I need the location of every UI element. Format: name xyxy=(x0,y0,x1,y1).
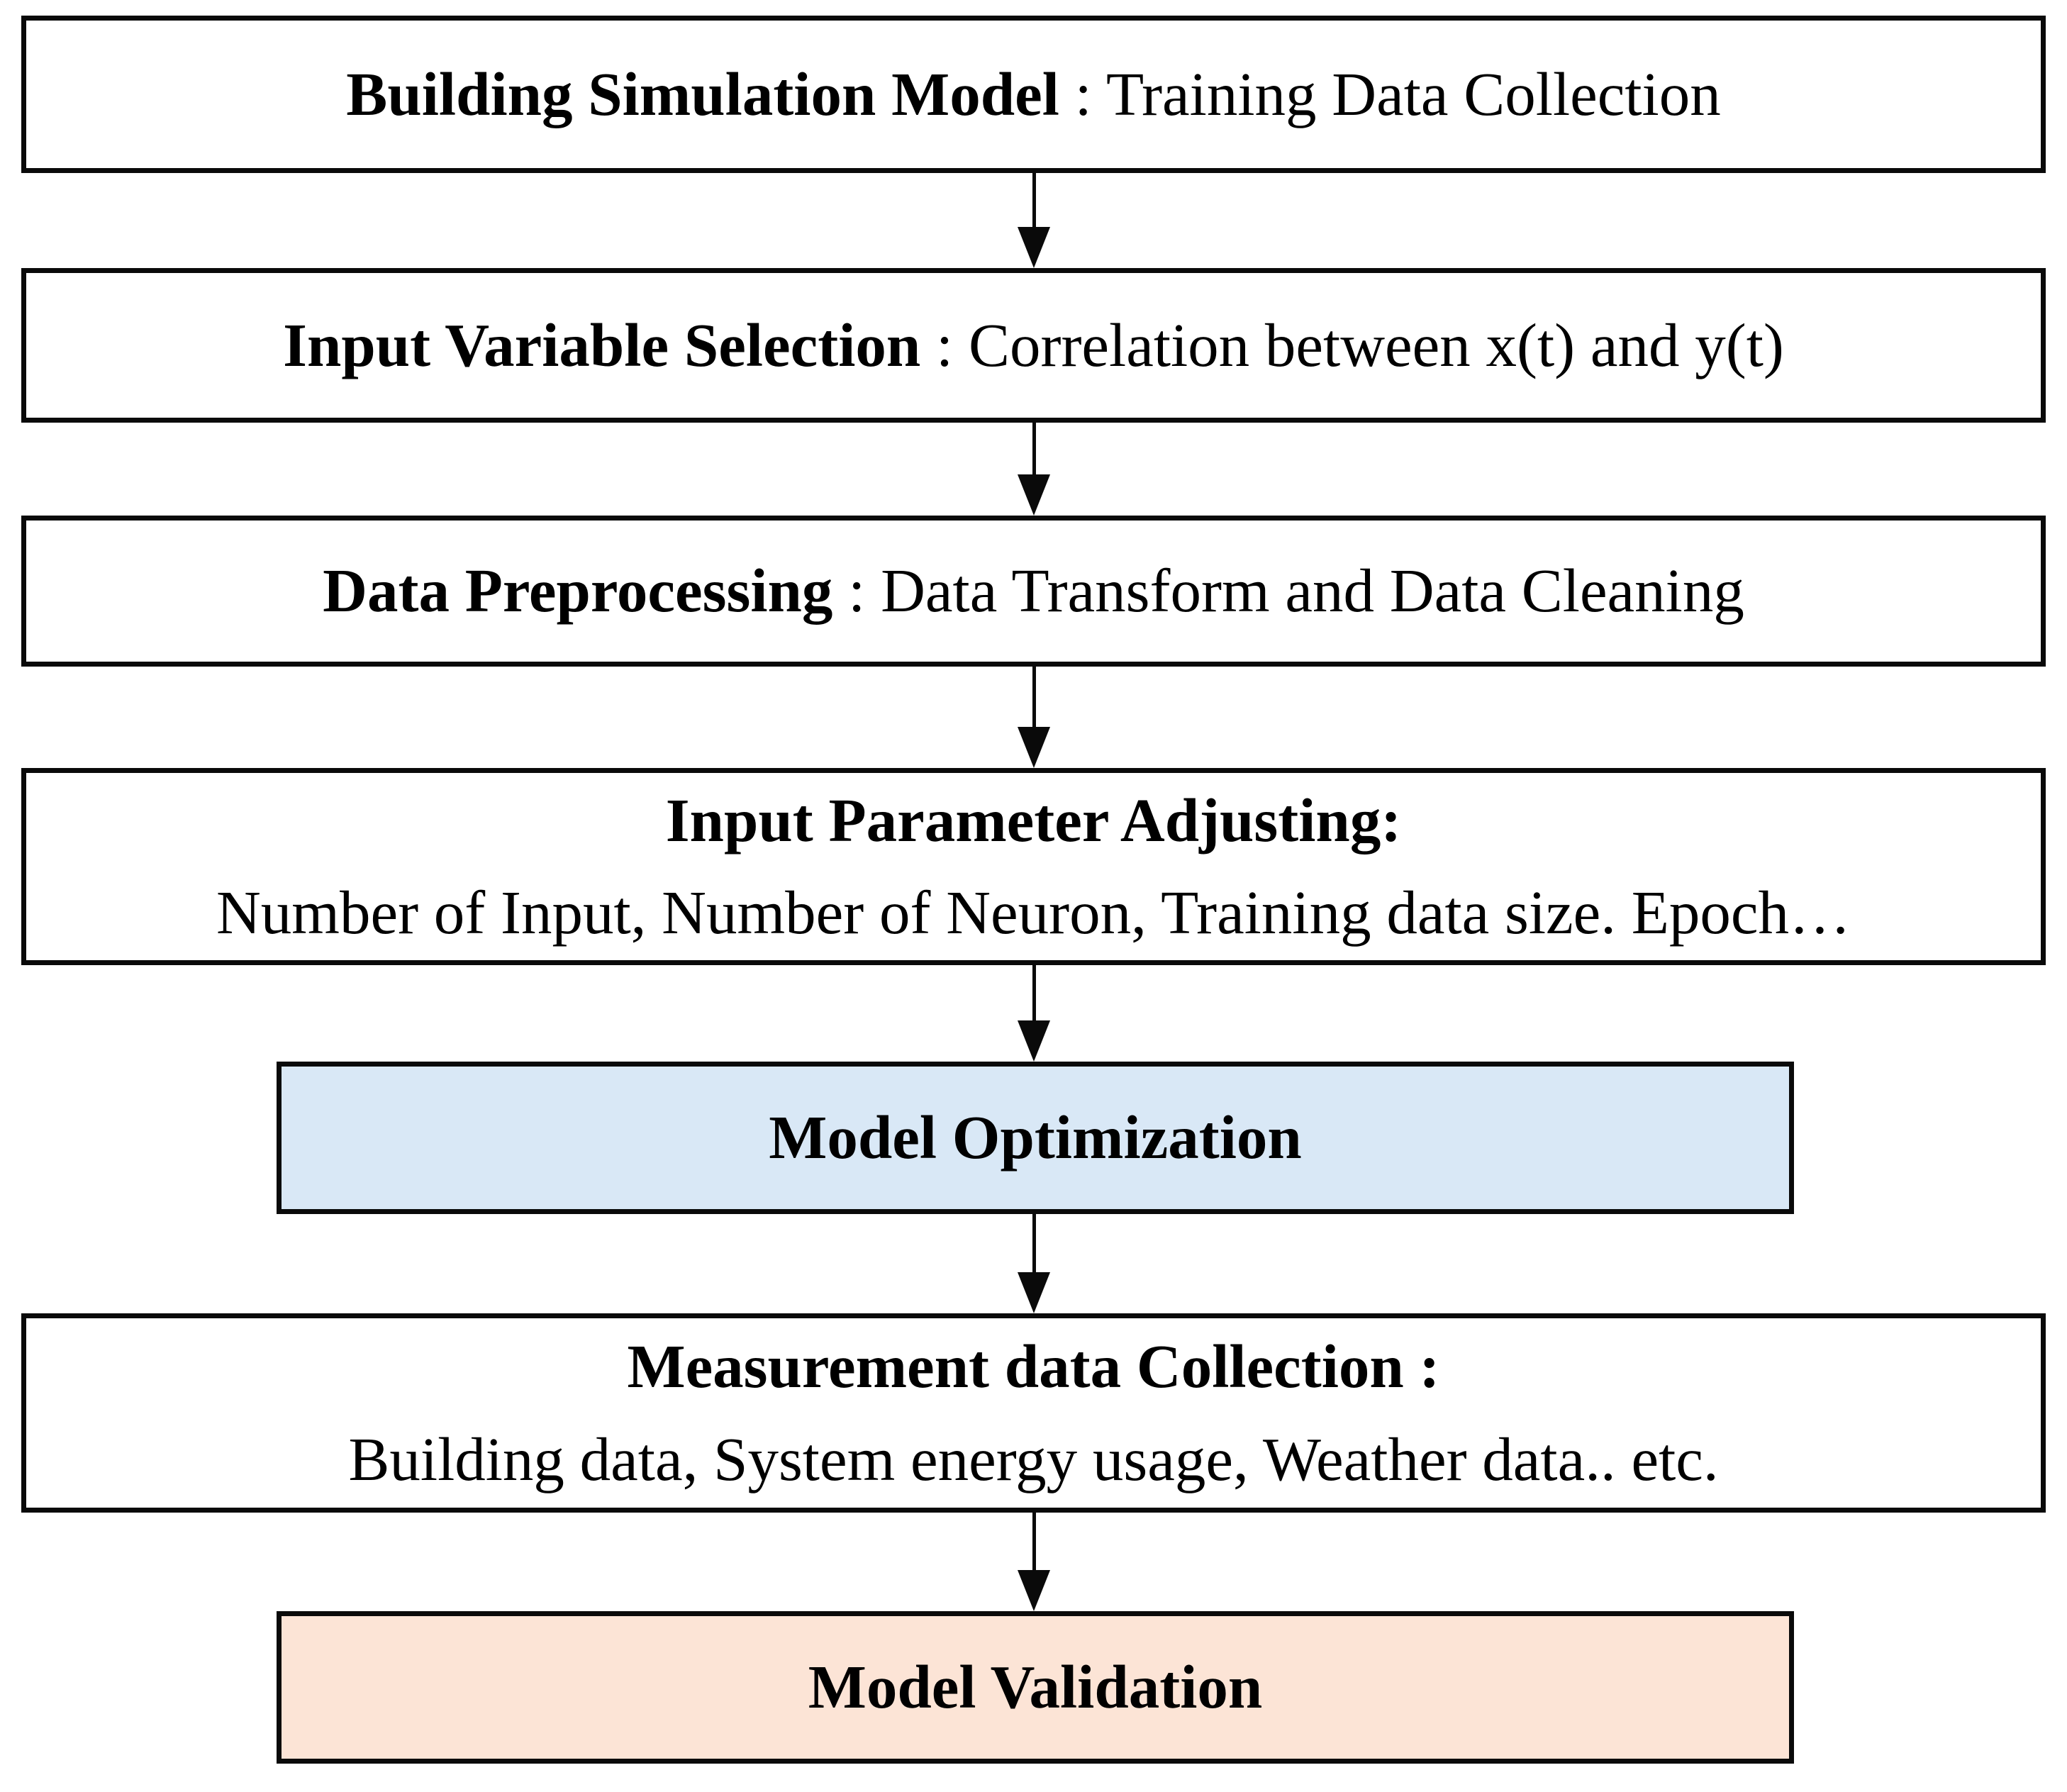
arrow-head xyxy=(1018,1570,1050,1611)
step-input-parameter-adjusting: Input Parameter Adjusting: Number of Inp… xyxy=(21,768,2046,965)
step-detail: : Data Transform and Data Cleaning xyxy=(832,556,1744,625)
arrow-shaft xyxy=(1032,965,1036,1020)
step-detail: : Correlation between x(t) and y(t) xyxy=(920,310,1784,379)
down-arrow-connector xyxy=(1018,423,1050,516)
step-title: Measurement data Collection : xyxy=(627,1332,1440,1401)
step-detail: Building data, System energy usage, Weat… xyxy=(348,1424,1719,1493)
step-title: Model Validation xyxy=(808,1652,1263,1722)
step-title: Building Simulation Model xyxy=(346,59,1059,128)
step-title: Input Variable Selection xyxy=(283,310,921,379)
down-arrow-connector xyxy=(1018,173,1050,268)
step-data-preprocessing: Data Preprocessing : Data Transform and … xyxy=(21,516,2046,667)
arrow-shaft xyxy=(1032,1214,1036,1272)
arrow-head xyxy=(1018,1020,1050,1062)
step-text: Input Variable Selection : Correlation b… xyxy=(283,308,1784,382)
step-measurement-data-collection: Measurement data Collection : Building d… xyxy=(21,1313,2046,1513)
down-arrow-connector xyxy=(1018,667,1050,768)
step-building-simulation-model: Building Simulation Model : Training Dat… xyxy=(21,16,2046,173)
step-input-variable-selection: Input Variable Selection : Correlation b… xyxy=(21,268,2046,423)
step-model-validation: Model Validation xyxy=(277,1611,1794,1764)
arrow-head xyxy=(1018,727,1050,768)
arrow-shaft xyxy=(1032,1513,1036,1570)
down-arrow-connector xyxy=(1018,1513,1050,1611)
arrow-head xyxy=(1018,1272,1050,1313)
arrow-shaft xyxy=(1032,173,1036,227)
step-title: Data Preprocessing xyxy=(323,556,833,625)
step-title: Input Parameter Adjusting: xyxy=(665,785,1402,855)
step-text: Building Simulation Model : Training Dat… xyxy=(346,57,1720,131)
arrow-head xyxy=(1018,227,1050,268)
down-arrow-connector xyxy=(1018,965,1050,1062)
arrow-shaft xyxy=(1032,423,1036,474)
step-text: Data Preprocessing : Data Transform and … xyxy=(323,554,1744,628)
step-detail: Number of Input, Number of Neuron, Train… xyxy=(216,878,1851,947)
step-title: Model Optimization xyxy=(769,1103,1302,1172)
down-arrow-connector xyxy=(1018,1214,1050,1313)
step-model-optimization: Model Optimization xyxy=(277,1062,1794,1214)
arrow-shaft xyxy=(1032,667,1036,727)
arrow-head xyxy=(1018,474,1050,516)
step-detail: : Training Data Collection xyxy=(1059,59,1721,128)
